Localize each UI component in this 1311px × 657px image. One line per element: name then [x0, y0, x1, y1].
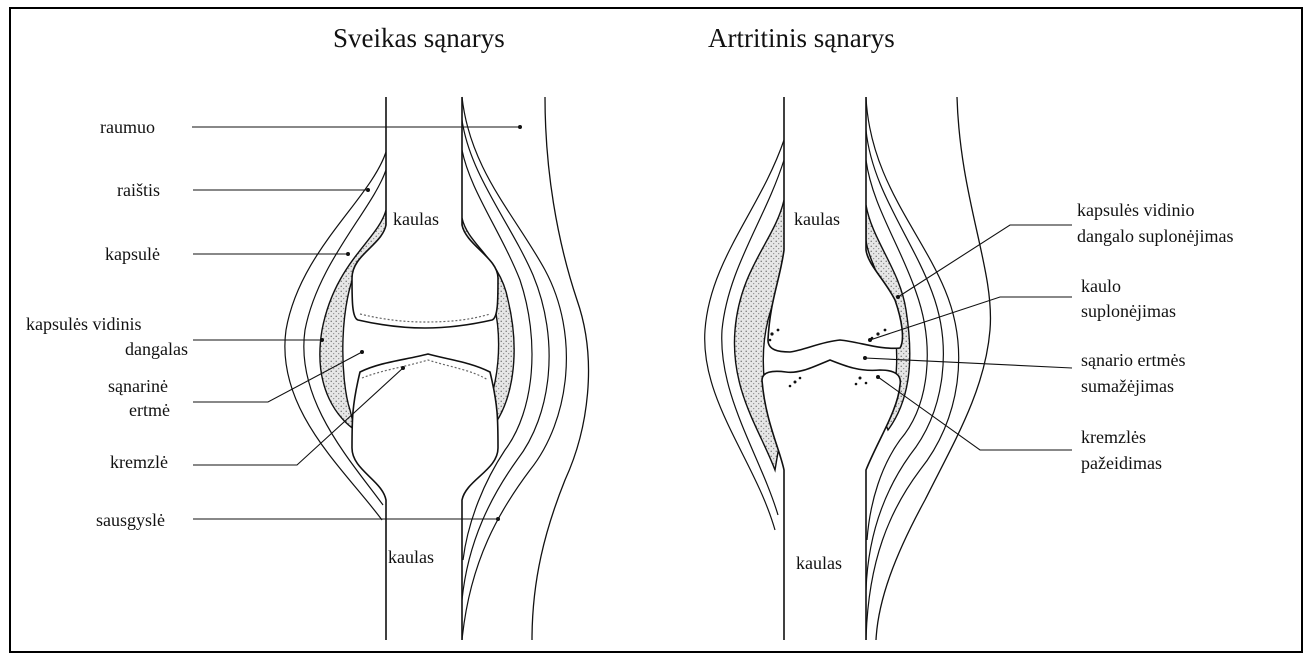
arthritic-bone-bottom-label: kaulas [796, 553, 842, 573]
arthritic-muscle-outline [876, 97, 990, 640]
healthy-label-cavity-2: ertmė [129, 400, 170, 420]
healthy-bone-top-label: kaulas [393, 209, 439, 229]
arthritic-joint: kaulas kaulas kapsulės vidinio dangalo s… [705, 97, 1234, 640]
healthy-label-muscle: raumuo [100, 117, 155, 137]
arthritic-bone-lower [762, 360, 900, 640]
arthritic-label-synovium-thinning-2: dangalo suplonėjimas [1077, 226, 1233, 246]
arthritic-label-cavity-reduction-2: sumažėjimas [1081, 376, 1174, 396]
arthritic-joint-title: Artritinis sąnarys [708, 23, 895, 53]
healthy-label-tendon: sausgyslė [96, 510, 165, 530]
healthy-label-cavity-1: sąnarinė [108, 376, 168, 396]
healthy-layer-right-3 [462, 150, 532, 560]
healthy-muscle-outline [532, 97, 588, 640]
healthy-bone-lower [352, 354, 498, 640]
healthy-label-ligament: raištis [117, 180, 160, 200]
healthy-label-cartilage: kremzlė [110, 452, 168, 472]
arthritic-label-synovium-thinning-1: kapsulės vidinio [1077, 200, 1195, 220]
healthy-bone-bottom-label: kaulas [388, 547, 434, 567]
healthy-joint-title: Sveikas sąnarys [333, 23, 505, 53]
arthritic-label-bone-thinning-1: kaulo [1081, 276, 1121, 296]
arthritic-bone-top-label: kaulas [794, 209, 840, 229]
arthritic-label-cartilage-damage-2: pažeidimas [1081, 453, 1162, 473]
arthritic-label-bone-thinning-2: suplonėjimas [1081, 301, 1176, 321]
arthritic-label-cartilage-damage-1: kremzlės [1081, 427, 1146, 447]
healthy-joint: kaulas kaulas raumuo raištis kapsulė kap… [26, 97, 588, 640]
arthritic-label-cavity-reduction-1: sąnario ertmės [1081, 350, 1185, 370]
arthritic-layer-right-1 [866, 97, 959, 640]
healthy-label-synovium-2: dangalas [125, 339, 188, 359]
healthy-label-capsule: kapsulė [105, 244, 160, 264]
healthy-label-synovium-1: kapsulės vidinis [26, 314, 142, 334]
